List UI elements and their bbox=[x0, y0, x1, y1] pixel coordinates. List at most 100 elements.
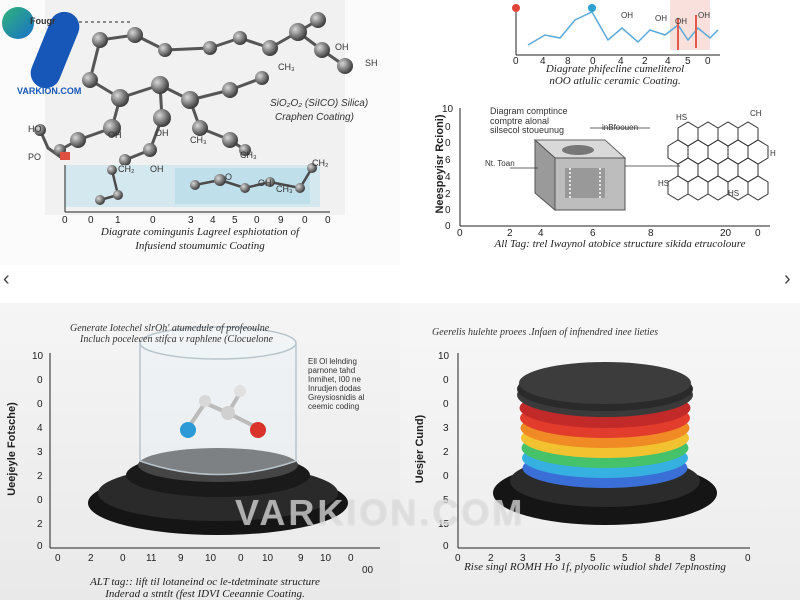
atom-label: CH₃ bbox=[190, 135, 207, 145]
x-tick: 2 bbox=[88, 553, 94, 564]
y-tick: 0 bbox=[443, 471, 449, 482]
y-tick: 6 bbox=[445, 155, 451, 166]
peak-label: OH bbox=[675, 17, 687, 26]
x-tick: 0 bbox=[745, 553, 751, 564]
panel1-caption-line1: Diagrate comingunis Lagreel esphiotation… bbox=[100, 226, 300, 238]
y-tick: 10 bbox=[32, 351, 44, 362]
y-tick: 4 bbox=[445, 172, 451, 183]
y-tick: 10 bbox=[438, 351, 450, 362]
panel5-graphic bbox=[457, 353, 750, 549]
x-tick: 3 bbox=[555, 553, 561, 564]
y-tick: 0 bbox=[445, 122, 451, 133]
panel3-title-line2: comptre alonal bbox=[490, 116, 550, 126]
x-tick: 20 bbox=[720, 228, 732, 239]
x-tick: 4 bbox=[665, 56, 671, 67]
panel3-graphic bbox=[459, 108, 770, 227]
logo-watermark: VARKION.COM bbox=[2, 2, 102, 97]
x-tick: 11 bbox=[146, 553, 157, 564]
panel4-title-line1: Generate Iotechel slrOh' atumcdule of pr… bbox=[70, 323, 270, 334]
x-tick: 0 bbox=[325, 215, 331, 226]
x-tick: 0 bbox=[150, 215, 156, 226]
y-tick: 0 bbox=[445, 138, 451, 149]
panel4-caption-line2: Inderad a stntlt (fest IDVI Ceeannie Coa… bbox=[105, 588, 305, 600]
panel4-note-line: Ell Ol lelnding bbox=[308, 357, 357, 366]
atom-label: OH bbox=[150, 164, 164, 174]
x-tick: 10 bbox=[320, 553, 332, 564]
x-tick: 8 bbox=[690, 553, 696, 564]
x-tick: 4 bbox=[540, 56, 546, 67]
y-tick: 0 bbox=[445, 205, 451, 216]
y-tick: 0 bbox=[443, 375, 449, 386]
atom-label: CH₃ bbox=[278, 62, 295, 72]
y-tick: 0 bbox=[37, 375, 43, 386]
y-tick: 2 bbox=[37, 519, 43, 530]
peak-label: OH bbox=[621, 11, 633, 20]
x-tick: 0 bbox=[457, 228, 463, 239]
panel5-caption: Rise singl ROMH Ho 1f, plyoolic wiudiol … bbox=[464, 561, 726, 573]
atom-label: CH₃ bbox=[276, 184, 293, 194]
panel5-y-axis-label: Uesjer Cund) bbox=[414, 414, 426, 484]
y-tick: 0 bbox=[37, 399, 43, 410]
panel4-note-line: Inrudjen dodas bbox=[308, 384, 361, 393]
atom-label: HO bbox=[28, 124, 42, 134]
atom-label: CH₂ bbox=[312, 158, 329, 168]
x-tick: 0 bbox=[62, 215, 68, 226]
x-tick: 2 bbox=[488, 553, 494, 564]
x-tick: 6 bbox=[590, 228, 596, 239]
x-tick: 9 bbox=[298, 553, 304, 564]
x-tick: 4 bbox=[618, 56, 624, 67]
y-tick: 2 bbox=[443, 447, 449, 458]
hex-label: HS bbox=[728, 189, 740, 198]
y-tick: 2 bbox=[445, 189, 451, 200]
panel3-title-line3: silsecol stoueunug bbox=[490, 125, 565, 135]
atom-label: CH₃ bbox=[240, 150, 257, 160]
x-tick: 0 bbox=[755, 228, 761, 239]
peak-label: OH bbox=[698, 11, 710, 20]
previous-arrow[interactable]: ‹ bbox=[3, 268, 10, 290]
y-tick: 3 bbox=[37, 447, 43, 458]
panel1-formula-label-2: Craphen Coating) bbox=[275, 112, 354, 123]
x-tick: 3 bbox=[188, 215, 194, 226]
x-tick: 0 bbox=[513, 56, 519, 67]
y-tick: 15 bbox=[438, 519, 450, 530]
atom-label: O bbox=[225, 172, 233, 182]
x-tick: 5 bbox=[590, 553, 596, 564]
hex-label: HS bbox=[658, 179, 670, 188]
y-tick: 0 bbox=[37, 541, 43, 552]
y-tick: 0 bbox=[445, 221, 451, 232]
panel4-caption-line1: ALT tag:: lift til lotaneind oc le-tdetm… bbox=[90, 576, 320, 588]
x-tick: 8 bbox=[655, 553, 661, 564]
x-tick: 10 bbox=[262, 553, 274, 564]
y-tick: 0 bbox=[37, 495, 43, 506]
logo-text: VARKION.COM bbox=[17, 86, 82, 96]
panel4-note-line: Inmihet, I00 ne bbox=[308, 375, 361, 384]
x-tick: 0 bbox=[120, 553, 126, 564]
panel1-top-label: Fougr bbox=[30, 16, 56, 26]
x-tick: 0 bbox=[88, 215, 94, 226]
x-tick: 2 bbox=[507, 228, 513, 239]
x-tick: 0 bbox=[348, 553, 354, 564]
next-arrow[interactable]: › bbox=[784, 268, 791, 290]
panel4-y-axis-label: Ueejeyle Fotsche) bbox=[6, 402, 18, 496]
panel-line-chart: OH OH OH OH 0 4 8 0 4 2 4 5 0 Diagrate p… bbox=[500, 0, 730, 90]
x-tick: 5 bbox=[622, 553, 628, 564]
panel4-graphic bbox=[49, 326, 380, 549]
panel4-note-line: ceemic coding bbox=[308, 402, 360, 411]
panel-molecule-diagram: VARKION.COM Fougr SiO₂O₂ (SiICO) Silica)… bbox=[0, 0, 400, 265]
x-tick: 0 bbox=[590, 56, 596, 67]
hex-label: CH bbox=[750, 109, 762, 118]
y-tick: 10 bbox=[442, 104, 454, 115]
x-tick: 8 bbox=[648, 228, 654, 239]
x-tick: 8 bbox=[565, 56, 571, 67]
x-tick: 9 bbox=[278, 215, 284, 226]
x-tick: 0 bbox=[455, 553, 461, 564]
y-tick: 2 bbox=[37, 471, 43, 482]
panel-layered-coating: Geerelis hulehte proees .Infaen of infne… bbox=[400, 303, 800, 600]
atom-label: SH bbox=[365, 58, 378, 68]
x-tick: 0 bbox=[705, 56, 711, 67]
atom-label: PO bbox=[28, 152, 42, 162]
y-tick: 4 bbox=[37, 423, 43, 434]
atom-label: OH bbox=[335, 42, 349, 52]
x-tick: 4 bbox=[210, 215, 216, 226]
panel-hexagon-diagram: Neespeyisr Rcioni) 10 0 0 6 4 2 0 0 0 2 … bbox=[430, 98, 800, 258]
